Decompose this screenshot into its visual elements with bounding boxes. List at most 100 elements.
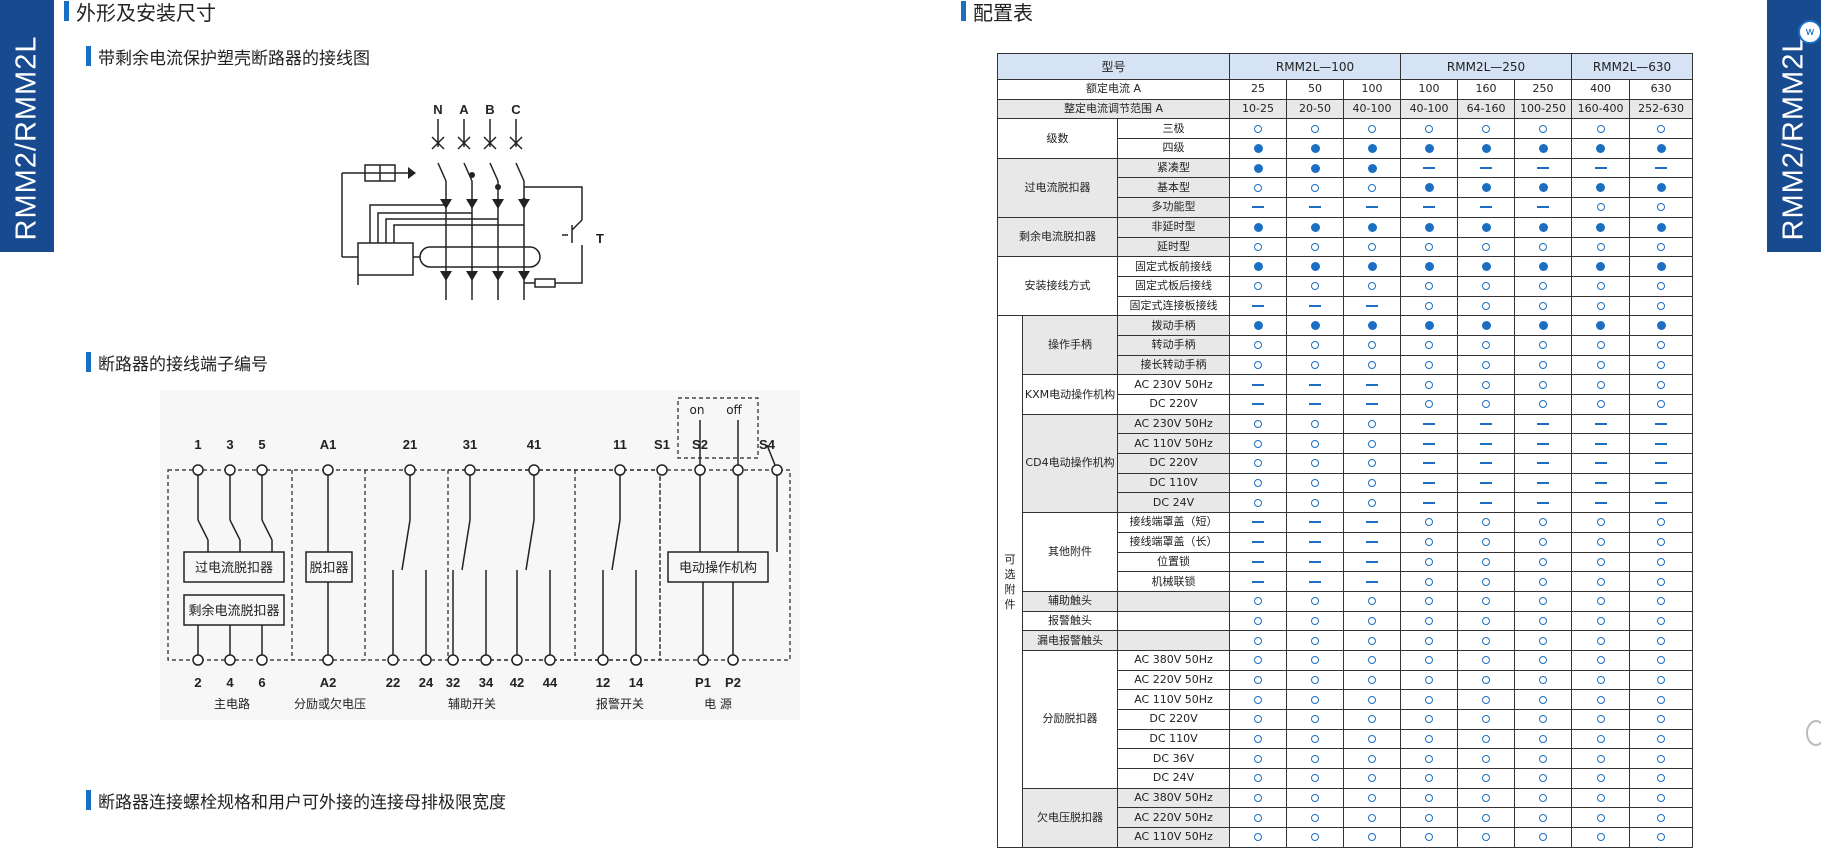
marker-cell	[1629, 669, 1694, 691]
dash-icon	[1423, 482, 1436, 485]
filled-circle-icon	[1424, 143, 1434, 153]
open-circle-icon	[1596, 557, 1605, 566]
marker-cell	[1400, 649, 1459, 671]
filled-circle-icon	[1424, 262, 1434, 272]
marker-cell	[1343, 728, 1402, 750]
dash-icon	[1252, 206, 1265, 209]
open-circle-icon	[1596, 754, 1605, 763]
marker-cell	[1229, 177, 1288, 199]
box-release: 脱扣器	[309, 561, 348, 576]
marker-cell	[1400, 157, 1459, 179]
marker-cell	[1286, 512, 1345, 533]
marker-cell	[1514, 216, 1573, 238]
open-circle-icon	[1368, 282, 1377, 291]
marker-cell	[1229, 295, 1288, 317]
open-circle-icon	[1596, 124, 1605, 133]
row-label: DC 36V	[1116, 748, 1231, 770]
marker-cell	[1457, 197, 1516, 218]
marker-cell	[1400, 256, 1459, 277]
open-circle-icon	[1254, 479, 1263, 488]
word-icon[interactable]: w	[1798, 20, 1821, 44]
open-circle-icon	[1425, 754, 1434, 763]
marker-cell	[1457, 275, 1516, 297]
marker-cell	[1571, 689, 1631, 710]
marker-cell	[1514, 433, 1573, 455]
open-circle-icon	[1539, 597, 1548, 606]
open-circle-icon	[1482, 400, 1491, 409]
open-circle-icon	[1539, 794, 1548, 803]
open-circle-icon	[1425, 360, 1434, 369]
marker-cell	[1229, 787, 1288, 809]
marker-cell	[1286, 413, 1345, 435]
dash-icon	[1594, 482, 1607, 485]
marker-cell	[1343, 512, 1402, 533]
table-row: DC 220V	[998, 453, 1694, 474]
group-label: 操作手柄	[1022, 315, 1118, 376]
marker-cell	[1343, 275, 1402, 297]
dash-icon	[1537, 462, 1550, 465]
open-circle-icon	[1254, 360, 1263, 369]
optional-accessories-label: 可 选 附 件	[997, 315, 1023, 848]
open-circle-icon	[1657, 794, 1666, 803]
terminal-bottom-p2: P2	[725, 675, 741, 690]
marker-cell	[1286, 275, 1345, 297]
dash-icon	[1423, 423, 1436, 426]
marker-cell	[1343, 118, 1402, 140]
open-circle-icon	[1254, 341, 1263, 350]
table-row: 级数三极	[997, 118, 1694, 159]
open-circle-icon	[1482, 341, 1491, 350]
marker-cell	[1571, 256, 1631, 277]
range-value: 160-400	[1571, 98, 1631, 120]
side-tab-label: RMM2/RMM2L	[10, 35, 43, 241]
filled-circle-icon	[1253, 262, 1263, 272]
filled-circle-icon	[1596, 183, 1606, 193]
marker-cell	[1457, 138, 1516, 159]
row-label: 固定式连接板接线	[1116, 295, 1231, 317]
row-label: DC 24V	[1116, 768, 1231, 789]
open-circle-icon	[1368, 498, 1377, 507]
row-label: 延时型	[1116, 236, 1231, 258]
row-label: AC 110V 50Hz	[1116, 433, 1231, 455]
marker-cell	[1457, 787, 1516, 809]
marker-cell	[1457, 453, 1516, 474]
open-circle-icon	[1596, 636, 1605, 645]
dash-icon	[1655, 423, 1668, 426]
marker-cell	[1629, 630, 1694, 651]
dash-icon	[1252, 541, 1265, 544]
marker-cell	[1400, 275, 1459, 297]
marker-cell	[1457, 827, 1516, 848]
filled-circle-icon	[1367, 262, 1377, 272]
header-model-100: RMM2L—100	[1229, 53, 1402, 80]
marker-cell	[1286, 551, 1345, 573]
open-circle-icon	[1539, 400, 1548, 409]
row-label: 位置锁	[1116, 551, 1231, 573]
dash-icon	[1423, 462, 1436, 465]
open-circle-icon	[1539, 282, 1548, 291]
dash-icon	[1480, 462, 1493, 465]
side-scroll-icon[interactable]	[1806, 720, 1821, 746]
group-label: 辅助触头	[1022, 590, 1118, 612]
marker-cell	[1571, 374, 1631, 395]
marker-cell	[1571, 571, 1631, 592]
marker-cell	[1229, 216, 1288, 238]
open-circle-icon	[1425, 695, 1434, 704]
open-circle-icon	[1254, 754, 1263, 763]
terminal-bottom-2: 2	[194, 675, 201, 690]
filled-circle-icon	[1538, 183, 1548, 193]
marker-cell	[1229, 354, 1288, 376]
open-circle-icon	[1254, 420, 1263, 429]
marker-cell	[1343, 689, 1402, 710]
rated-current-value: 400	[1571, 79, 1631, 100]
marker-cell	[1514, 669, 1573, 691]
marker-cell	[1629, 394, 1694, 415]
dash-icon	[1480, 206, 1493, 209]
open-circle-icon	[1482, 538, 1491, 547]
open-circle-icon	[1368, 459, 1377, 468]
group-shunt: 分励或欠电压	[294, 696, 366, 711]
terminal-bottom-4: 4	[226, 675, 234, 690]
marker-cell	[1286, 728, 1345, 750]
open-circle-icon	[1596, 675, 1605, 684]
marker-cell	[1457, 354, 1516, 376]
marker-cell	[1286, 630, 1345, 651]
marker-cell	[1400, 492, 1459, 514]
